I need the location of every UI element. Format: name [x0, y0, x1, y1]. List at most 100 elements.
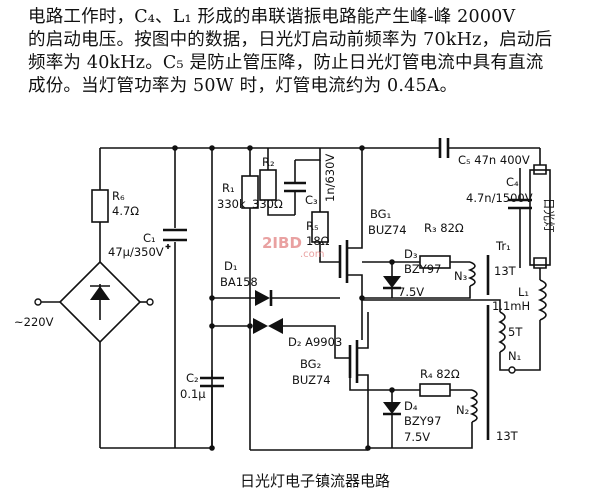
label-r3: R₃ 82Ω: [424, 221, 464, 235]
wire: [349, 358, 420, 391]
inductor-l1: [537, 279, 547, 321]
junction-dot: [389, 259, 395, 265]
wire: [357, 374, 369, 448]
lower-gate-network: [349, 305, 490, 449]
label-bg2-part: BUZ74: [292, 373, 331, 387]
label-c2-value: 0.1μ: [180, 387, 206, 401]
label-r4: R₄ 82Ω: [420, 367, 460, 381]
junction-dot: [247, 323, 253, 329]
watermark-logo: 2IBD: [262, 234, 302, 252]
label-c4: C₄: [506, 175, 519, 189]
label-d3-part: BZY97: [404, 262, 441, 276]
paragraph-line: 成份。当灯管功率为 50W 时，灯管电流约为 0.45A。: [28, 76, 458, 96]
resistor-r4: [419, 383, 451, 397]
label-bg1: BG₁: [370, 207, 391, 221]
label-c1: C₁: [143, 231, 156, 245]
mosfet-bg2: [250, 312, 371, 451]
wire: [283, 325, 350, 359]
wire: [295, 148, 321, 161]
label-c3: C₃: [305, 193, 318, 207]
figure-caption: 日光灯电子镇流器电路: [240, 472, 391, 490]
wire: [357, 312, 369, 349]
label-d2: D₂ A9903: [288, 335, 342, 349]
label-r2-value: 330Ω: [252, 197, 283, 211]
label-r5: R₅: [306, 219, 319, 233]
label-r1-value: 330k: [217, 197, 246, 211]
label-d3-voltage: 7.5V: [398, 285, 424, 299]
zener-d3: [383, 276, 401, 288]
junction-dot: [209, 323, 215, 329]
zener-d4: [383, 402, 401, 414]
label-l1: L₁: [518, 285, 529, 299]
fluorescent-lamp: [529, 169, 551, 266]
label-n1-turns: 5T: [508, 325, 523, 339]
mains-terminal: [146, 298, 154, 306]
label-n3-turns: 13T: [494, 264, 517, 278]
junction-dot: [247, 145, 253, 151]
wire: [347, 274, 363, 298]
junction-dot: [172, 145, 178, 151]
label-d4: D₄: [404, 399, 418, 413]
mosfet-bg1: [338, 145, 365, 312]
paragraph-line: 的启动电压。按图中的数据，日光灯启动前频率为 70kHz，启动后: [28, 30, 553, 50]
label-bg2: BG₂: [300, 357, 321, 371]
label-d3: D₃: [404, 247, 418, 261]
label-n3: N₃: [454, 269, 468, 283]
label-d1: D₁: [224, 259, 237, 273]
label-n1: N₁: [508, 349, 521, 363]
label-c4-value: 4.7n/1500V: [466, 191, 533, 205]
label-c3-value: 1n/630V: [323, 154, 337, 202]
coil-n3: [467, 261, 476, 287]
wire: [499, 352, 510, 371]
label-c5: C₅ 47n 400V: [458, 153, 530, 167]
wire: [362, 286, 471, 299]
resistor-r2: [259, 169, 277, 201]
polarity-mark: [165, 244, 171, 249]
junction-dot: [359, 145, 365, 151]
wire: [319, 242, 340, 263]
lamp-filament-top: [533, 164, 547, 175]
wire: [347, 148, 363, 249]
diode-d1: [255, 290, 270, 306]
mains-terminal: [34, 298, 42, 306]
label-d1-part: BA158: [220, 275, 258, 289]
input-section: [34, 145, 440, 449]
label-c1-value: 47μ/350V: [108, 245, 164, 259]
label-lamp: 日光灯: [542, 198, 556, 233]
wire: [368, 422, 473, 449]
drive-section: [175, 145, 350, 451]
junction-dot: [209, 295, 215, 301]
label-d4-voltage: 7.5V: [404, 430, 430, 444]
coil-n2: [469, 389, 478, 423]
label-r2: R₂: [262, 155, 275, 169]
resistor-r6: [91, 189, 109, 223]
label-bg1-part: BUZ74: [368, 223, 407, 237]
bridge-diode-symbol: [90, 286, 110, 300]
paragraph-line: 电路工作时，C₄、L₁ 形成的串联谐振电路能产生峰-峰 2000V: [28, 7, 516, 27]
diac-d2: [253, 318, 268, 334]
wire: [362, 299, 501, 312]
label-tr1: Tr₁: [495, 239, 511, 253]
label-r6: R₆: [112, 189, 125, 203]
label-n2-turns: 13T: [496, 429, 519, 443]
output-section: [362, 138, 551, 374]
label-mains: ~220V: [14, 315, 54, 329]
coil-n1: [498, 311, 506, 353]
label-l1-value: 1.1mH: [492, 299, 530, 313]
paragraph-line: 频率为 40kHz。C₅ 是防止管压降，防止日光灯管电流中具有直流: [28, 53, 544, 73]
label-r1: R₁: [222, 181, 235, 195]
diac-d2: [268, 318, 283, 334]
label-n2: N₂: [456, 403, 469, 417]
junction-dot: [389, 387, 395, 393]
description-paragraph: 电路工作时，C₄、L₁ 形成的串联谐振电路能产生峰-峰 2000V 的启动电压。…: [28, 6, 598, 98]
lamp-filament-bottom: [533, 257, 547, 269]
label-r6-value: 4.7Ω: [112, 204, 139, 218]
label-d4-part: BZY97: [404, 414, 441, 428]
wire: [267, 200, 295, 216]
label-r5-value: 18Ω: [306, 234, 330, 248]
watermark-site: .com: [300, 249, 325, 260]
terminal: [508, 366, 516, 374]
label-c2: C₂: [186, 371, 199, 385]
component-labels: R₆ 4.7Ω C₁ 47μ/350V ~220V R₁ 330k R₂ 330…: [14, 153, 556, 444]
